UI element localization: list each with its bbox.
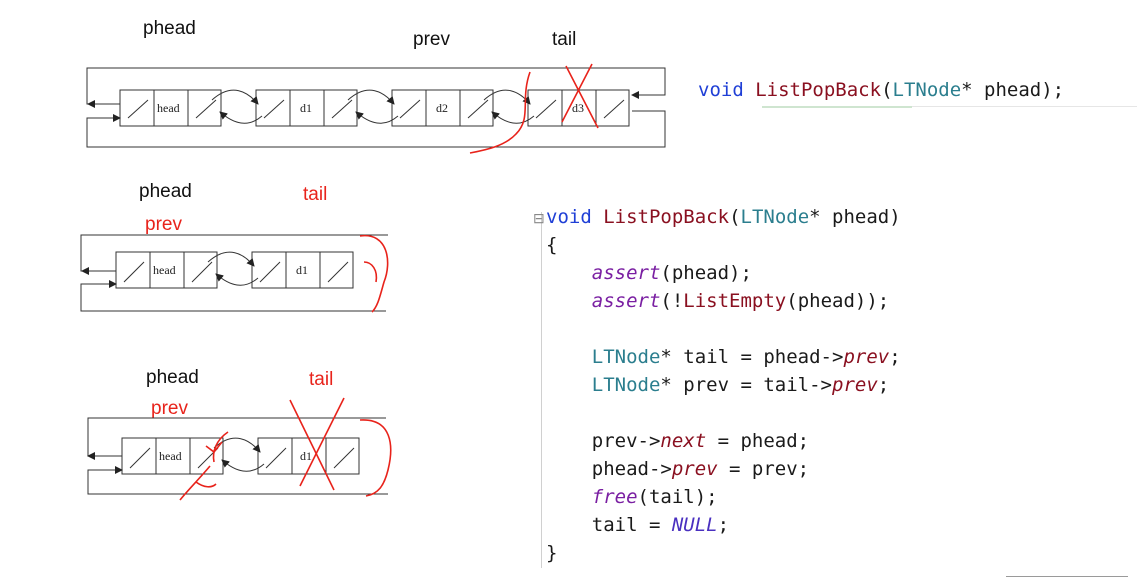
diagram3-red-arrowhead bbox=[205, 441, 223, 454]
diagram1-node-d2-text: d2 bbox=[436, 101, 448, 115]
code-line10-a: tail = bbox=[591, 514, 672, 536]
diagram3-node-d1-text: d1 bbox=[300, 449, 312, 463]
diagram1-outer-loop-top bbox=[86, 67, 666, 105]
diagram3 bbox=[87, 417, 388, 495]
diagram3-prev-label: prev bbox=[151, 398, 188, 419]
diagram3-node-head bbox=[121, 437, 224, 475]
diagram2-node-d1-text: d1 bbox=[296, 263, 308, 277]
code-line2-brace: { bbox=[546, 234, 558, 256]
code-line10-null: NULL bbox=[671, 514, 718, 536]
code-line9-free: free bbox=[591, 486, 638, 508]
diagram1-node-d3-text: d3 bbox=[572, 101, 584, 115]
diagram3-red-cross-a bbox=[289, 399, 335, 491]
fold-marker-icon[interactable]: ⊟ bbox=[533, 210, 545, 226]
diagram2-outer-loop-top bbox=[80, 234, 388, 272]
decl-type: LTNode bbox=[892, 79, 962, 101]
diagram3-red-hook bbox=[195, 481, 217, 488]
code-line3-rest: (phead); bbox=[660, 262, 752, 284]
code-line8-field: prev bbox=[671, 458, 718, 480]
code-line6-type: LTNode bbox=[591, 374, 661, 396]
code-line4-listempty: ListEmpty bbox=[683, 290, 787, 312]
code-line5-field: prev bbox=[843, 346, 890, 368]
diagram3-outer-loop-bottom bbox=[87, 469, 388, 495]
diagram1-tail-label: tail bbox=[552, 29, 577, 50]
diagram1-node-d2 bbox=[391, 89, 494, 127]
code-line5-mid: * tail = phead-> bbox=[660, 346, 844, 368]
diagram1-phead-label: phead bbox=[143, 18, 196, 39]
code-line7-a: prev-> bbox=[591, 430, 661, 452]
diagram2-red-arrow bbox=[363, 261, 378, 283]
diagram1-prev-label: prev bbox=[413, 29, 450, 50]
code-line1-type: LTNode bbox=[740, 206, 810, 228]
diagram3-red-arrow-bottom bbox=[179, 465, 211, 501]
diagram1-outer-loop-bottom bbox=[86, 110, 666, 148]
diagram2-phead-label: phead bbox=[139, 181, 192, 202]
diagram1 bbox=[86, 67, 666, 148]
linked-list-diagrams: head d1 d2 d3 head d1 bbox=[80, 63, 666, 501]
diagram2-outer-loop-bottom bbox=[80, 283, 386, 312]
diagram1-red-annotations bbox=[469, 63, 599, 154]
decl-underline-gray bbox=[912, 106, 1137, 107]
code-line5-end: ; bbox=[889, 346, 901, 368]
diagram1-red-cut-line bbox=[469, 71, 531, 154]
diagram3-red-annotations bbox=[179, 397, 392, 501]
code-body: void ListPopBack(LTNode* phead) { assert… bbox=[546, 203, 901, 567]
code-line8-a: phead-> bbox=[591, 458, 672, 480]
diagram2-node-head-text: head bbox=[153, 263, 176, 277]
diagram1-node-head-text: head bbox=[157, 101, 180, 115]
code-line8-b: = prev; bbox=[717, 458, 810, 480]
diagram3-phead-label: phead bbox=[146, 367, 199, 388]
diagram2-node-head bbox=[115, 251, 218, 289]
diagram1-node-d1 bbox=[255, 89, 358, 127]
decl-paren-open: ( bbox=[881, 79, 893, 101]
diagram2-node-d1 bbox=[251, 251, 354, 289]
code-line6-end: ; bbox=[877, 374, 890, 396]
bottom-right-rule bbox=[1006, 576, 1128, 577]
diagram2-tail-label: tail bbox=[303, 184, 328, 205]
code-line4-mid: (! bbox=[660, 290, 684, 312]
diagram2-prev-label: prev bbox=[145, 214, 182, 235]
diagram1-red-cross-a bbox=[565, 65, 599, 129]
diagram3-red-cross-b bbox=[299, 397, 345, 487]
code-line9-rest: (tail); bbox=[637, 486, 718, 508]
code-line6-field: prev bbox=[832, 374, 878, 396]
code-line4-rest: (phead)); bbox=[786, 290, 890, 312]
diagram2-red-annotations bbox=[359, 235, 389, 313]
code-line7-field: next bbox=[660, 430, 707, 452]
code-line10-b: ; bbox=[717, 514, 730, 536]
diagram3-tail-label: tail bbox=[309, 369, 334, 390]
diagram3-red-arrow-top bbox=[212, 431, 229, 463]
code-line1-rest: * phead) bbox=[809, 206, 901, 228]
code-gutter-line bbox=[541, 212, 542, 568]
diagram1-node-d1-text: d1 bbox=[300, 101, 312, 115]
code-line3-assert: assert bbox=[591, 262, 661, 284]
code-line1-function: ListPopBack bbox=[603, 206, 730, 228]
code-line1-keyword: void bbox=[546, 206, 592, 228]
code-declaration: void ListPopBack(LTNode* phead); bbox=[698, 76, 1064, 104]
decl-keyword-void: void bbox=[698, 79, 744, 101]
code-line6-mid: * prev = tail-> bbox=[660, 374, 832, 396]
code-line11-brace: } bbox=[546, 542, 558, 564]
code-line5-type: LTNode bbox=[591, 346, 661, 368]
code-line4-assert: assert bbox=[591, 290, 661, 312]
diagram1-red-cross-b bbox=[561, 63, 593, 123]
diagram3-red-loop-right bbox=[359, 419, 392, 497]
code-line7-b: = phead; bbox=[706, 430, 810, 452]
diagram2-red-loop-right bbox=[359, 235, 389, 313]
code-line1-paren: ( bbox=[729, 206, 741, 228]
decl-rest: * phead); bbox=[961, 79, 1065, 101]
decl-underline bbox=[762, 106, 912, 108]
diagram3-outer-loop-top bbox=[87, 417, 386, 457]
diagram3-node-head-text: head bbox=[159, 449, 182, 463]
diagram1-node-head bbox=[119, 89, 222, 127]
decl-function-name: ListPopBack bbox=[755, 79, 882, 101]
diagram2 bbox=[80, 234, 388, 312]
